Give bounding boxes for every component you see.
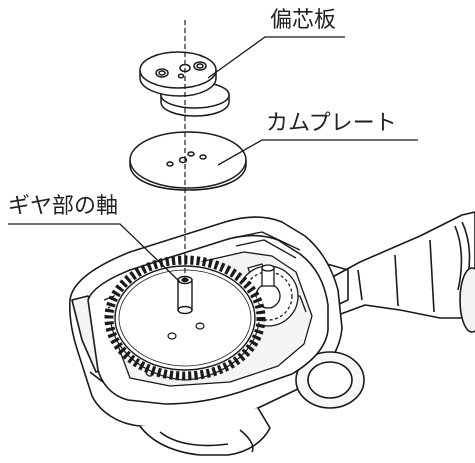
- leader-lines: [8, 36, 418, 283]
- eccentric-plate: [139, 51, 230, 117]
- cam-plate: [129, 131, 247, 191]
- leader-eccentric-plate: [207, 36, 345, 79]
- label-cam-plate: カムプレート: [266, 111, 397, 136]
- label-gear-shaft: ギヤ部の軸: [8, 194, 119, 219]
- label-eccentric-plate: 偏芯板: [270, 8, 337, 33]
- leader-gear-shaft: [8, 223, 181, 283]
- gear-shaft: [177, 275, 193, 315]
- leader-cam-plate: [217, 139, 418, 166]
